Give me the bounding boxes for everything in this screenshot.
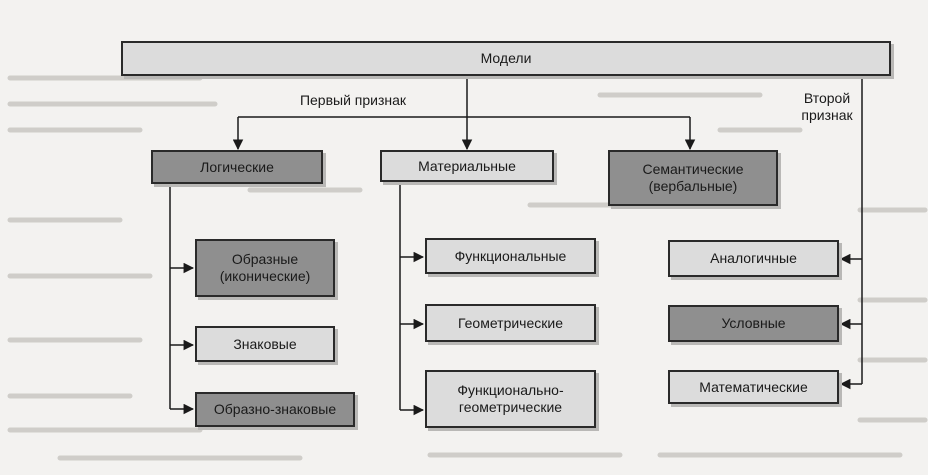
second-sign-label: Второй признак	[794, 90, 860, 124]
node-figurative: Образные (иконические)	[195, 239, 335, 297]
node-functional-geometric: Функционально-геометрические	[425, 370, 596, 428]
node-functional: Функциональные	[425, 238, 596, 274]
node-symbolic: Знаковые	[195, 326, 335, 362]
node-logical: Логические	[151, 150, 323, 184]
node-conventional: Условные	[668, 305, 839, 342]
first-sign-label: Первый признак	[290, 92, 416, 109]
node-root: Модели	[121, 41, 891, 76]
second-sign-text: Второй признак	[801, 90, 853, 123]
node-analogous: Аналогичные	[668, 240, 839, 277]
node-material: Материальные	[380, 150, 554, 182]
node-figurative-symbolic: Образно-знаковые	[195, 392, 355, 427]
node-semantic: Семантические (вербальные)	[608, 150, 778, 206]
node-geometric: Геометрические	[425, 304, 596, 342]
node-mathematical: Математические	[668, 370, 839, 404]
